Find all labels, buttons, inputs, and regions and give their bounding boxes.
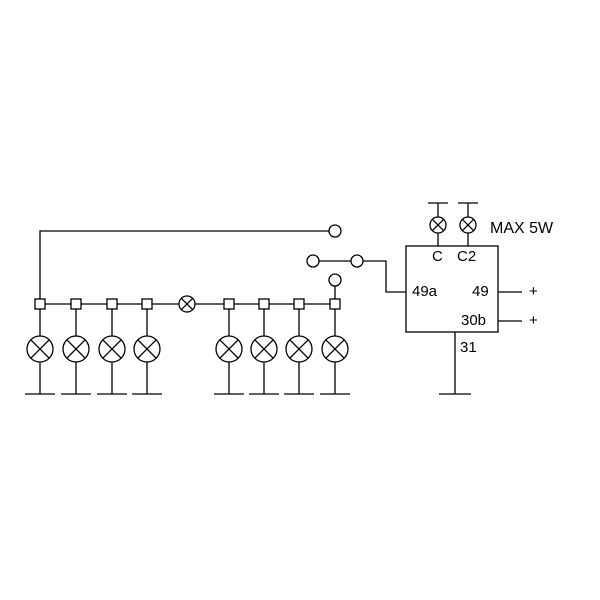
lamp-branch-4	[132, 298, 162, 395]
lamp-branch-8	[320, 298, 350, 395]
supply-plus-49: +	[529, 283, 538, 300]
max-rating-label: MAX 5W	[490, 220, 554, 237]
terminal-30b-label: 30b	[461, 312, 487, 329]
switch-contact-bottom	[328, 273, 342, 287]
terminal-node	[293, 298, 305, 310]
terminal-node	[70, 298, 82, 310]
switch-contact-top	[328, 224, 342, 238]
terminal-49a-label: 49a	[412, 283, 438, 300]
lamp-branch-2	[61, 298, 91, 395]
lamp-branch-7	[284, 298, 314, 395]
lamp-branch-3	[97, 298, 127, 395]
terminal-node	[223, 298, 235, 310]
terminal-node	[329, 298, 341, 310]
switch-contact-right	[350, 254, 364, 268]
supply-plus-30b: +	[529, 312, 538, 329]
terminal-node	[34, 298, 46, 310]
terminal-node	[141, 298, 153, 310]
lamp-branch-5	[214, 298, 244, 395]
left-feed-wire	[39, 230, 329, 304]
terminal-31-label: 31	[460, 339, 477, 356]
terminal-node	[106, 298, 118, 310]
lamp-branch-6	[249, 298, 279, 395]
terminal-node	[258, 298, 270, 310]
lamp-branch-1	[25, 298, 55, 395]
control-lamp-c	[428, 202, 448, 246]
turn-signal-lamps	[25, 298, 350, 395]
control-lamp-c2	[458, 202, 478, 246]
terminal-49-label: 49	[472, 283, 489, 300]
indicator-lamp-icon	[178, 295, 196, 313]
terminal-c-label: C	[432, 248, 443, 265]
terminal-c2-label: C2	[457, 248, 477, 265]
flasher-relay-box	[405, 245, 499, 333]
switch-to-relay-wire	[363, 260, 406, 293]
switch-contact-left	[306, 254, 320, 268]
